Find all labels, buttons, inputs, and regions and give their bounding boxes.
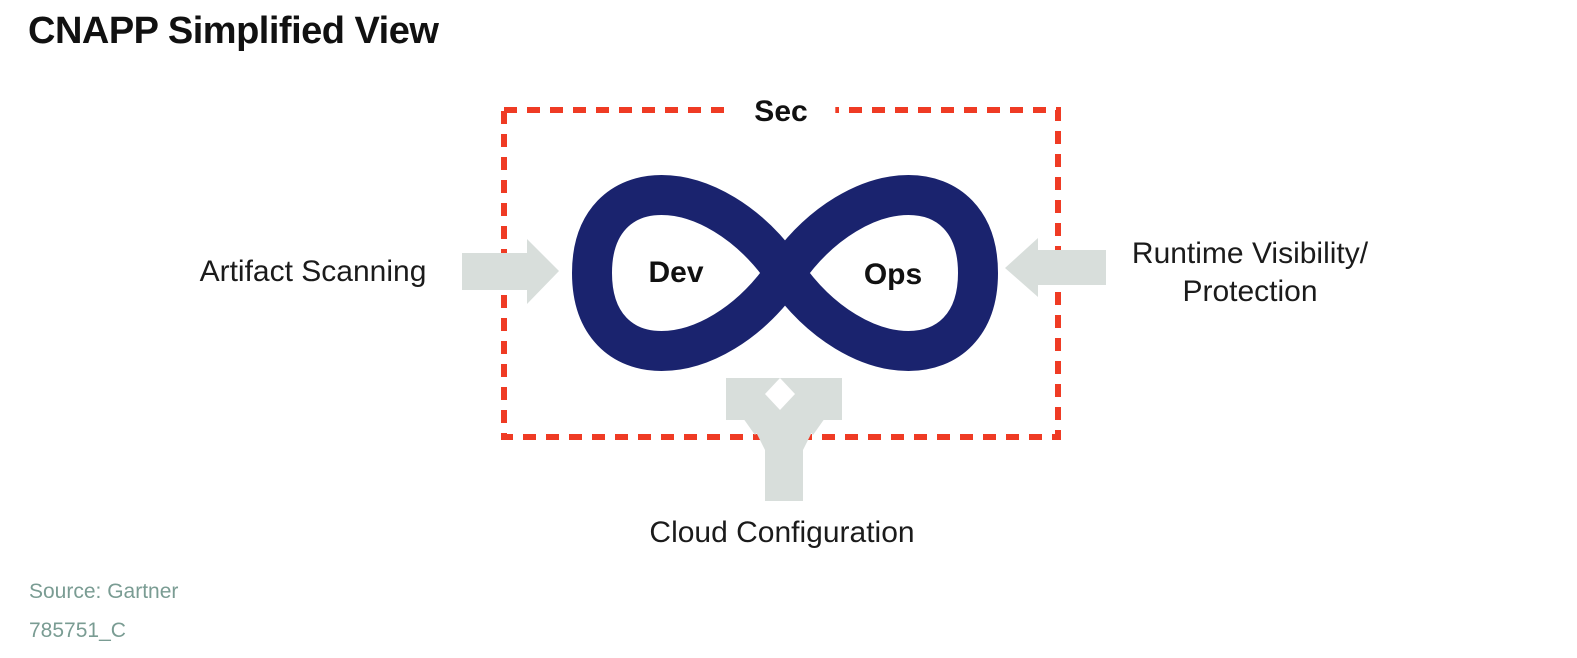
dev-label: Dev xyxy=(648,256,704,289)
artifact-scanning-label: Artifact Scanning xyxy=(199,255,427,288)
fork-arrow-up-icon xyxy=(726,378,842,501)
runtime-visibility-line1: Runtime Visibility/ xyxy=(1131,237,1369,270)
devops-infinity-icon xyxy=(572,175,998,371)
arrow-right-icon xyxy=(462,239,559,304)
figure-id: 785751_C xyxy=(29,619,126,642)
cloud-configuration-label: Cloud Configuration xyxy=(649,516,915,549)
runtime-visibility-line2: Protection xyxy=(1182,275,1318,308)
ops-label: Ops xyxy=(863,258,923,291)
source-attribution: Source: Gartner xyxy=(29,580,179,603)
page-title: CNAPP Simplified View xyxy=(28,10,439,52)
arrow-left-icon xyxy=(1005,238,1106,297)
sec-label: Sec xyxy=(726,95,836,129)
runtime-visibility-protection-label: Runtime Visibility/ Protection xyxy=(1132,235,1368,311)
